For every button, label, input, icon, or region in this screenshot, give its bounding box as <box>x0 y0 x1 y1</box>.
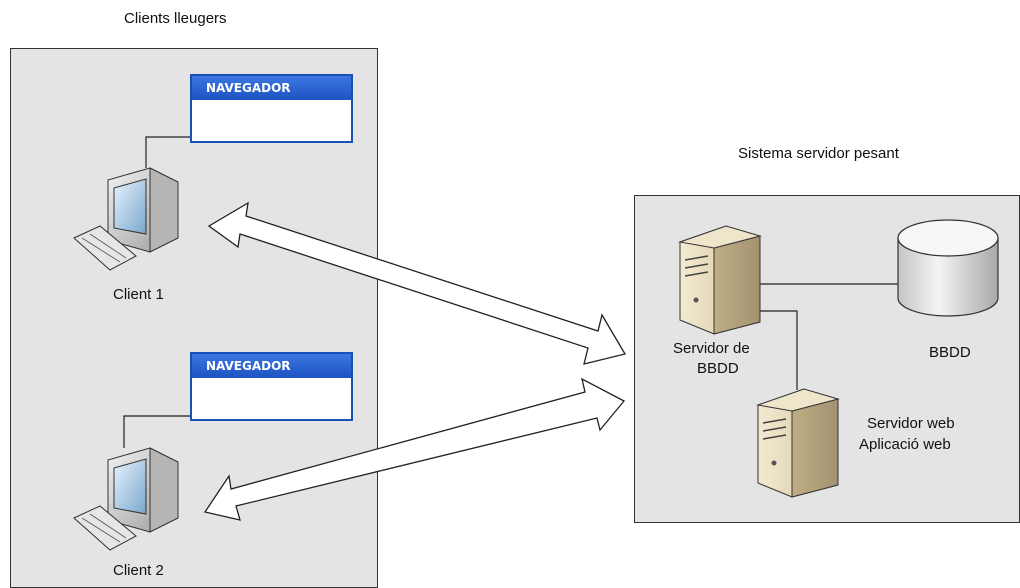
client2-label: Client 2 <box>113 562 164 579</box>
client1-browser-title: NAVEGADOR <box>192 76 351 100</box>
database-cylinder-icon <box>897 219 999 317</box>
web-server-label-line1: Servidor web <box>867 415 955 432</box>
db-server-label-line2: BBDD <box>697 360 739 377</box>
db-server-label-line1: Servidor de <box>673 340 750 357</box>
client2-browser-window: NAVEGADOR <box>190 352 353 421</box>
client1-connector-line <box>145 136 192 168</box>
right-group-title: Sistema servidor pesant <box>738 145 899 162</box>
web-server-icon <box>756 388 840 498</box>
client1-label: Client 1 <box>113 286 164 303</box>
double-arrow-client1 <box>207 201 627 365</box>
client2-browser-title: NAVEGADOR <box>192 354 351 378</box>
client2-computer-icon <box>73 447 179 551</box>
double-arrow-client2 <box>203 377 626 521</box>
web-server-label-line2: Aplicació web <box>859 436 951 453</box>
database-label: BBDD <box>929 344 971 361</box>
client1-browser-window: NAVEGADOR <box>190 74 353 143</box>
client2-connector-line <box>123 415 192 448</box>
left-group-title: Clients lleugers <box>124 10 227 27</box>
client1-computer-icon <box>73 167 179 271</box>
db-server-icon <box>678 225 762 335</box>
web-link-line <box>760 310 798 390</box>
